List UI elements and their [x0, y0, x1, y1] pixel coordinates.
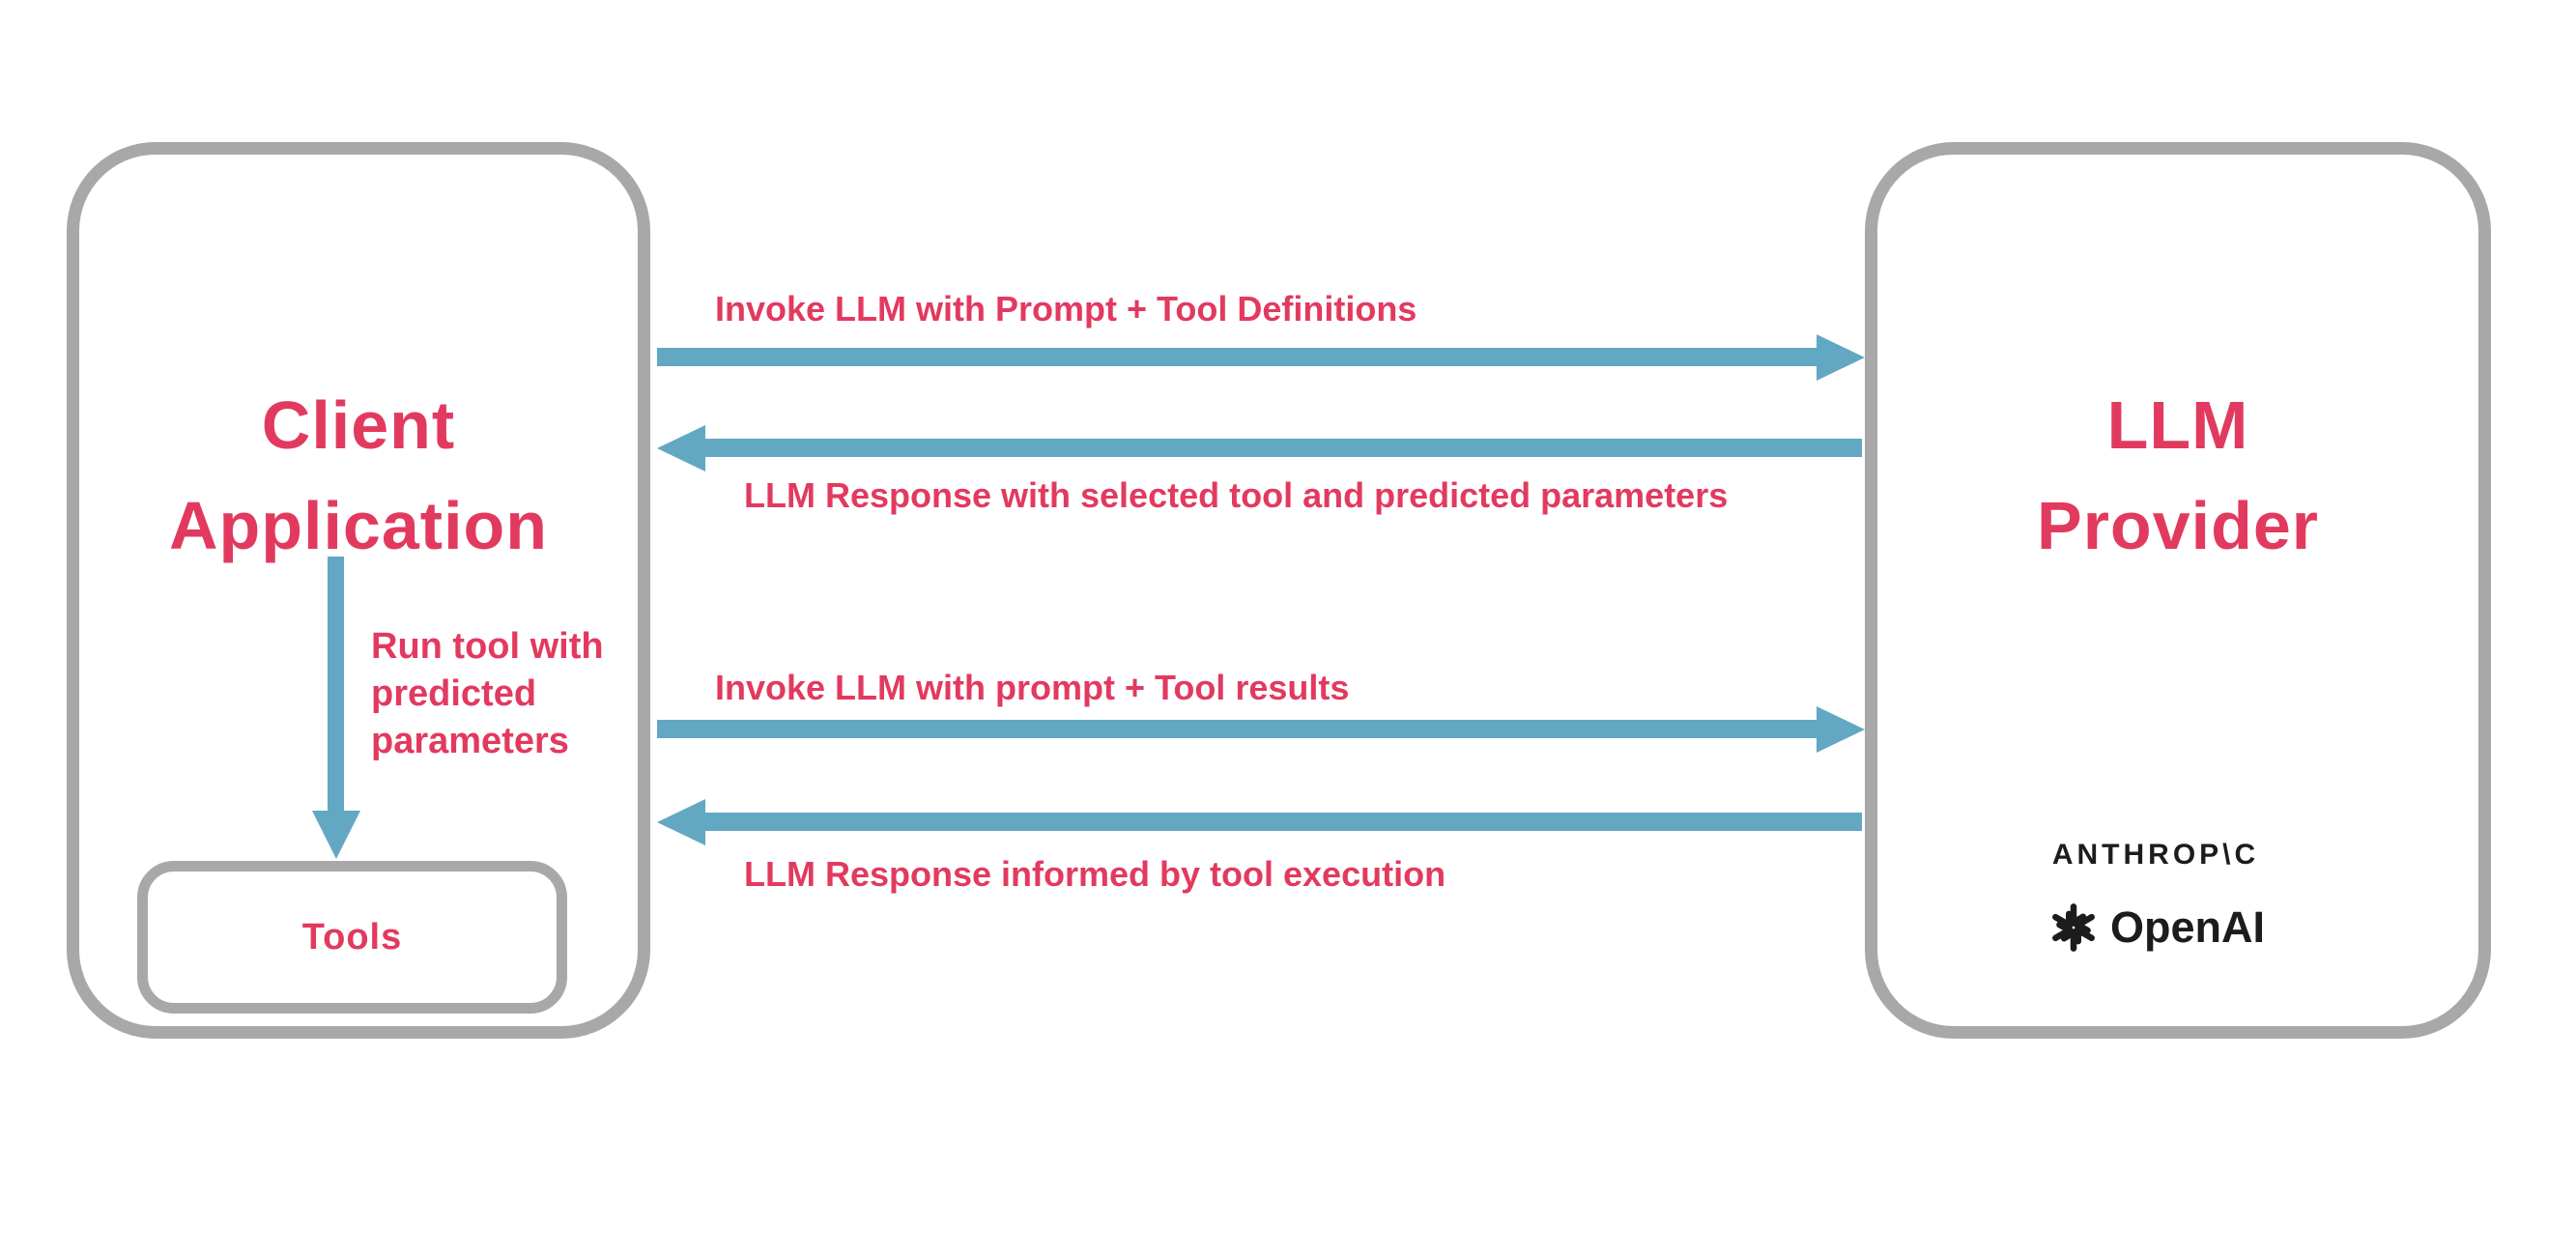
openai-wordmark: OpenAI	[2109, 902, 2265, 952]
tools-box-label: Tools	[301, 916, 403, 958]
llm-provider-title: LLM Provider	[1865, 375, 2491, 576]
openai-logo-icon	[2052, 903, 2095, 952]
arrow-down-icon	[311, 811, 360, 859]
client-application-title: Client Application	[67, 375, 650, 576]
arrow-right-icon	[1817, 333, 1865, 381]
run-tool-arrow	[311, 557, 360, 859]
llm-provider-box	[1865, 142, 2491, 1039]
flow-arrow-response-selected-tool	[657, 424, 1862, 472]
arrow-right-icon	[1817, 705, 1865, 753]
flow-label-response-selected-tool: LLM Response with selected tool and pred…	[744, 475, 1729, 515]
openai-logo: OpenAI	[1865, 901, 2447, 955]
flow-label-invoke-results: Invoke LLM with prompt + Tool results	[715, 668, 1350, 707]
llm-provider-title-text: LLM Provider	[2037, 387, 2319, 563]
flow-arrow-invoke-results	[657, 705, 1865, 753]
client-application-title-text: Client Application	[168, 387, 549, 563]
flow-label-invoke-definitions: Invoke LLM with Prompt + Tool Definition…	[715, 289, 1417, 329]
tools-box: Tools	[137, 861, 567, 1014]
flow-arrow-response-informed	[657, 798, 1862, 845]
anthropic-wordmark: ANTHROP\C	[2051, 839, 2260, 871]
arrow-left-icon	[657, 798, 705, 845]
flow-label-response-informed: LLM Response informed by tool execution	[744, 854, 1446, 894]
arrow-left-icon	[657, 424, 705, 472]
run-tool-note: Run tool with predicted parameters	[371, 626, 604, 761]
flow-arrow-invoke-definitions	[657, 333, 1865, 381]
